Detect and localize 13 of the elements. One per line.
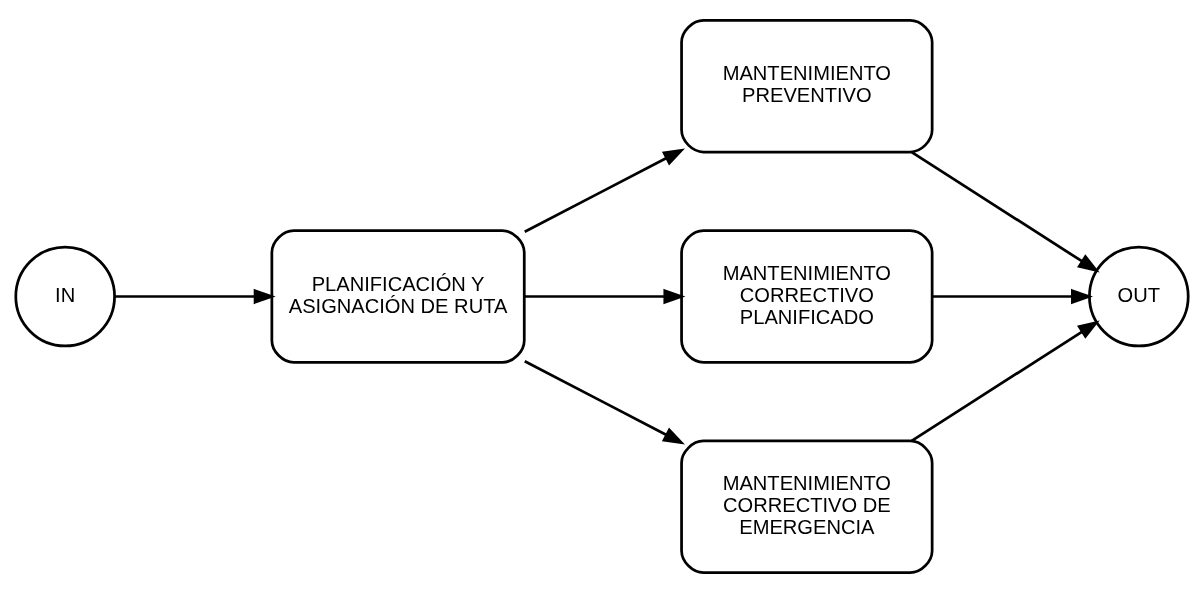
node-box: PLANIFICACIÓN Y ASIGNACIÓN DE RUTA <box>270 228 526 364</box>
node-circle: OUT <box>1088 245 1190 347</box>
arrow <box>932 288 1093 304</box>
arrow <box>114 288 276 304</box>
node-box: MANTENIMIENTO CORRECTIVO PLANIFICADO <box>680 228 934 364</box>
arrow <box>524 148 685 233</box>
node-box: MANTENIMIENTO PREVENTIVO <box>680 18 934 153</box>
arrow <box>910 150 1100 273</box>
node-circle: IN <box>14 245 116 347</box>
node-box: MANTENIMIENTO CORRECTIVO DE EMERGENCIA <box>680 439 934 574</box>
arrow <box>910 319 1100 442</box>
arrow <box>524 359 685 444</box>
arrow <box>524 288 686 304</box>
